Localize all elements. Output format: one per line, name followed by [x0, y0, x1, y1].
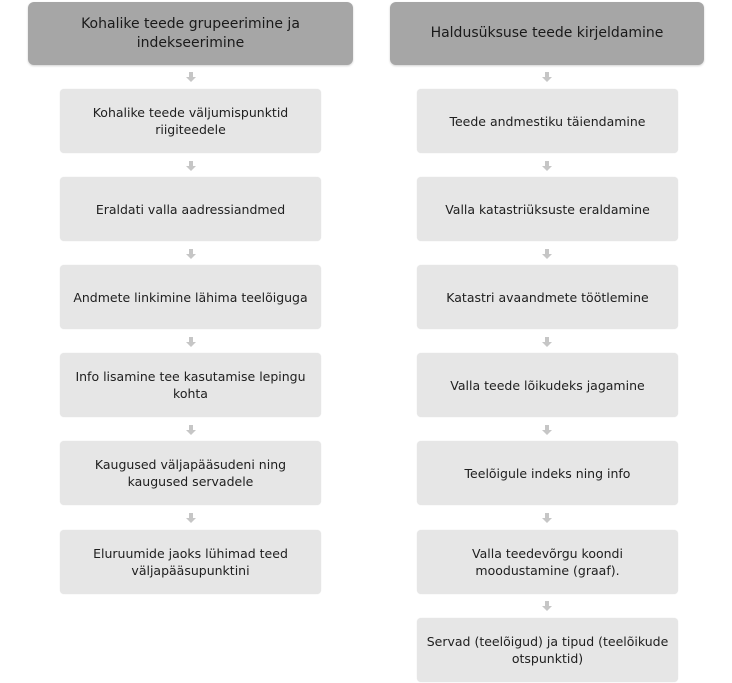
column-header-left: Kohalike teede grupeerimine ja indekseer…	[28, 2, 353, 65]
arrow-down-icon	[186, 425, 196, 435]
arrow-down-icon	[542, 72, 552, 82]
flow-step: Servad (teelõigud) ja tipud (teelõikude …	[417, 618, 678, 682]
arrow-down-icon	[542, 161, 552, 171]
column-header-right: Haldusüksuse teede kirjeldamine	[390, 2, 704, 65]
arrow-down-icon	[186, 513, 196, 523]
flow-step: Andmete linkimine lähima teelõiguga	[60, 265, 321, 329]
arrow-down-icon	[542, 601, 552, 611]
arrow-down-icon	[186, 249, 196, 259]
arrow-down-icon	[542, 513, 552, 523]
flow-step: Valla teede lõikudeks jagamine	[417, 353, 678, 417]
arrow-down-icon	[542, 249, 552, 259]
flow-step: Kohalike teede väljumispunktid riigiteed…	[60, 89, 321, 153]
arrow-down-icon	[542, 337, 552, 347]
flow-step: Kaugused väljapääsudeni ning kaugused se…	[60, 441, 321, 505]
flow-step: Katastri avaandmete töötlemine	[417, 265, 678, 329]
flow-step: Teede andmestiku täiendamine	[417, 89, 678, 153]
arrow-down-icon	[186, 72, 196, 82]
arrow-down-icon	[186, 337, 196, 347]
flow-step: Eraldati valla aadressiandmed	[60, 177, 321, 241]
flow-step: Eluruumide jaoks lühimad teed väljapääsu…	[60, 530, 321, 594]
arrow-down-icon	[542, 425, 552, 435]
flow-step: Teelõigule indeks ning info	[417, 441, 678, 505]
arrow-down-icon	[186, 161, 196, 171]
flow-step: Valla teedevõrgu koondi moodustamine (gr…	[417, 530, 678, 594]
flow-step: Info lisamine tee kasutamise lepingu koh…	[60, 353, 321, 417]
flow-step: Valla katastriüksuste eraldamine	[417, 177, 678, 241]
